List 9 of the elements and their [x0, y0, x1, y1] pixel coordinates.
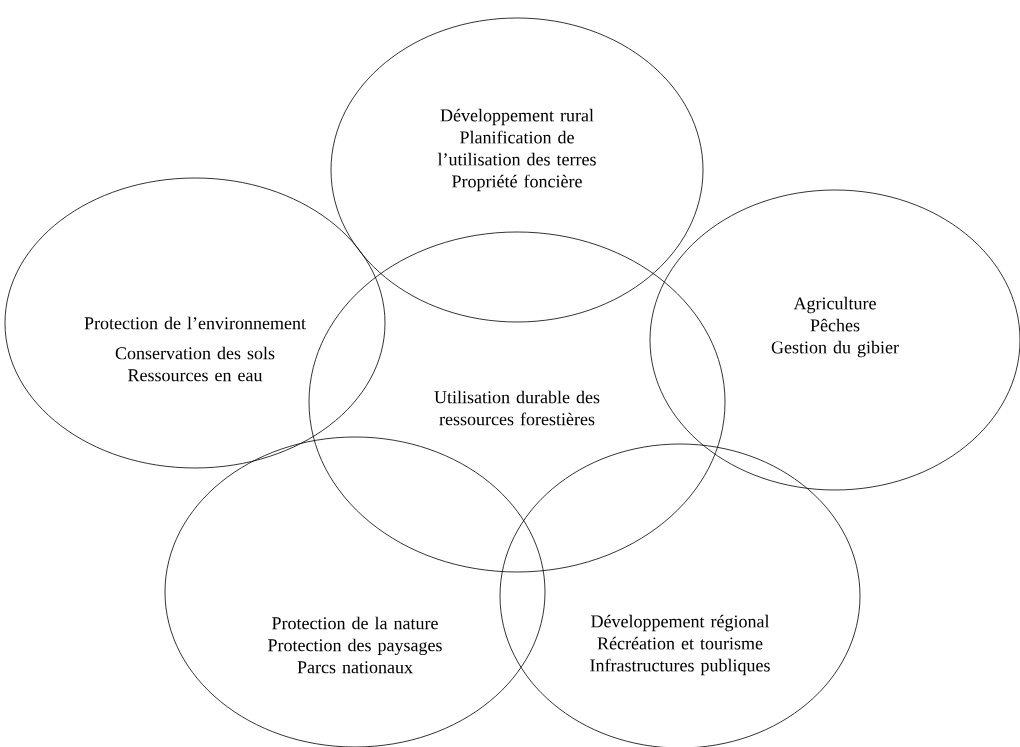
ellipse [308, 231, 726, 573]
ellipse-text: Développement rural Planification de l’utilisation des terres Propriété foncière [437, 108, 596, 192]
ellipse [330, 17, 704, 323]
ellipse-text: Agriculture Pêches Gestion du gibier [771, 296, 899, 358]
ellipse [4, 177, 386, 469]
ellipse-text: Protection de la nature Protection des paysages Parcs nationaux [268, 616, 442, 674]
ellipse-text: Protection de l’environnement Conservation des sols Ressources en eau [84, 316, 306, 382]
ellipse-text: Développement régional Récréation et tourisme Infrastructures publiques [590, 614, 770, 676]
ellipse-text: Utilisation durable des ressources forestières [434, 390, 600, 426]
